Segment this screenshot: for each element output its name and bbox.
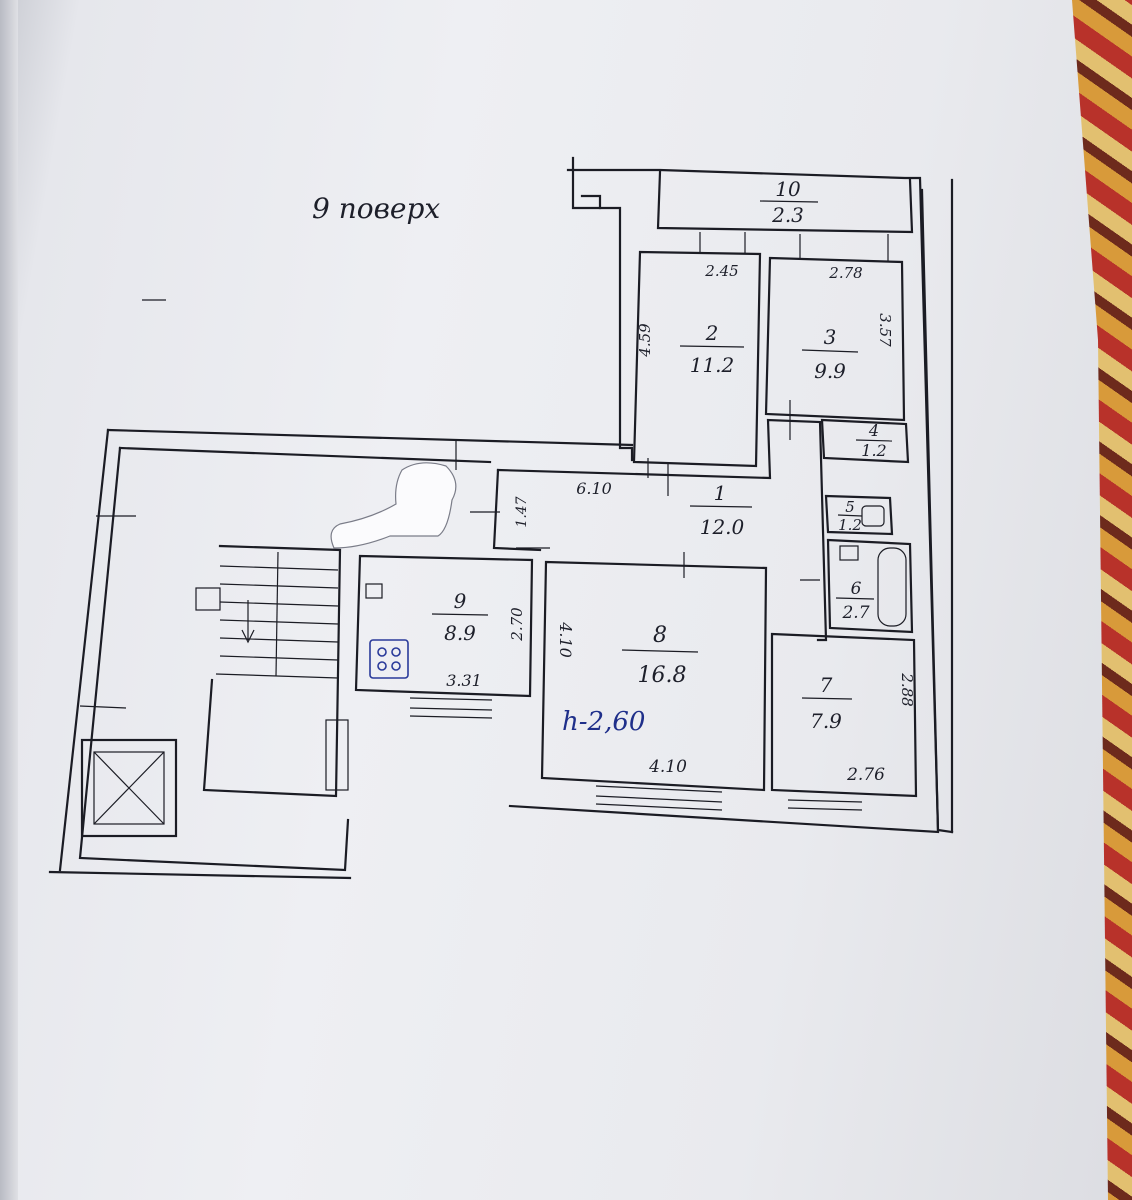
room-3-walls: [764, 234, 906, 422]
svg-text:8.9: 8.9: [444, 621, 476, 645]
room-9-label: 9 8.9: [431, 589, 489, 645]
svg-text:7: 7: [820, 673, 833, 697]
stove-icon: [369, 639, 409, 679]
room-1-walls: [492, 400, 828, 642]
svg-text:3: 3: [824, 325, 837, 349]
room-1-label: 1 12.0: [689, 481, 753, 539]
room-9-walls: [354, 554, 534, 719]
room2-width-dim: 2.45: [704, 262, 738, 280]
ceiling-height-label: h-2,60: [562, 707, 645, 737]
floor-label: 9 поверх: [312, 192, 440, 225]
paper-edge: [0, 0, 18, 1200]
svg-text:2.7: 2.7: [841, 603, 869, 623]
wall-ticks: [79, 299, 550, 709]
svg-text:9.9: 9.9: [814, 359, 846, 383]
room-3-label: 3 9.9: [801, 325, 859, 383]
svg-text:4: 4: [868, 421, 879, 440]
room-6-label: 6 2.7: [835, 579, 875, 623]
svg-text:1: 1: [714, 481, 727, 505]
kitchen-width-dim: 3.31: [446, 671, 482, 690]
svg-text:1.2: 1.2: [861, 441, 886, 460]
room8-width-dim: 4.10: [648, 757, 687, 777]
svg-text:8: 8: [653, 623, 667, 648]
room-7-walls: [770, 579, 918, 811]
room-4-label: 4 1.2: [855, 421, 893, 460]
room7-side-dim: 2.88: [898, 672, 916, 706]
svg-text:6: 6: [851, 579, 862, 599]
svg-text:9: 9: [454, 589, 467, 613]
svg-text:5: 5: [845, 498, 855, 516]
svg-text:7.9: 7.9: [810, 709, 842, 733]
room8-side-dim: 4.10: [556, 621, 575, 658]
stairwell: [195, 544, 349, 798]
room-8-walls: [540, 552, 768, 811]
room-5-label: 5 1.2: [837, 498, 863, 534]
correction-blot: [330, 462, 457, 549]
svg-text:1.2: 1.2: [838, 516, 862, 534]
room-4-walls: [820, 418, 910, 464]
svg-text:12.0: 12.0: [700, 515, 745, 539]
hall-length-dim: 6.10: [576, 479, 612, 498]
svg-text:10: 10: [775, 177, 801, 201]
kitchen-depth-dim: 2.70: [508, 607, 526, 642]
room-8-label: 8 16.8: [621, 623, 699, 688]
room2-side-dim: 4.59: [636, 323, 654, 358]
outer-walls: [48, 156, 954, 880]
room7-width-dim: 2.76: [846, 765, 885, 785]
hall-width-dim: 1.47: [514, 496, 530, 527]
room-2-label: 2 11.2: [679, 321, 745, 377]
room-7-label: 7 7.9: [801, 673, 853, 733]
svg-text:2.3: 2.3: [771, 203, 804, 227]
svg-text:16.8: 16.8: [638, 663, 687, 688]
room-10-label: 10 2.3: [759, 177, 819, 227]
svg-text:2: 2: [705, 321, 719, 345]
elevator-shaft: [80, 738, 178, 838]
room3-width-dim: 2.78: [828, 264, 862, 282]
room-6-walls: [826, 538, 914, 634]
room-2-walls: [632, 232, 762, 468]
room3-side-dim: 3.57: [876, 313, 894, 347]
svg-text:11.2: 11.2: [690, 353, 735, 377]
